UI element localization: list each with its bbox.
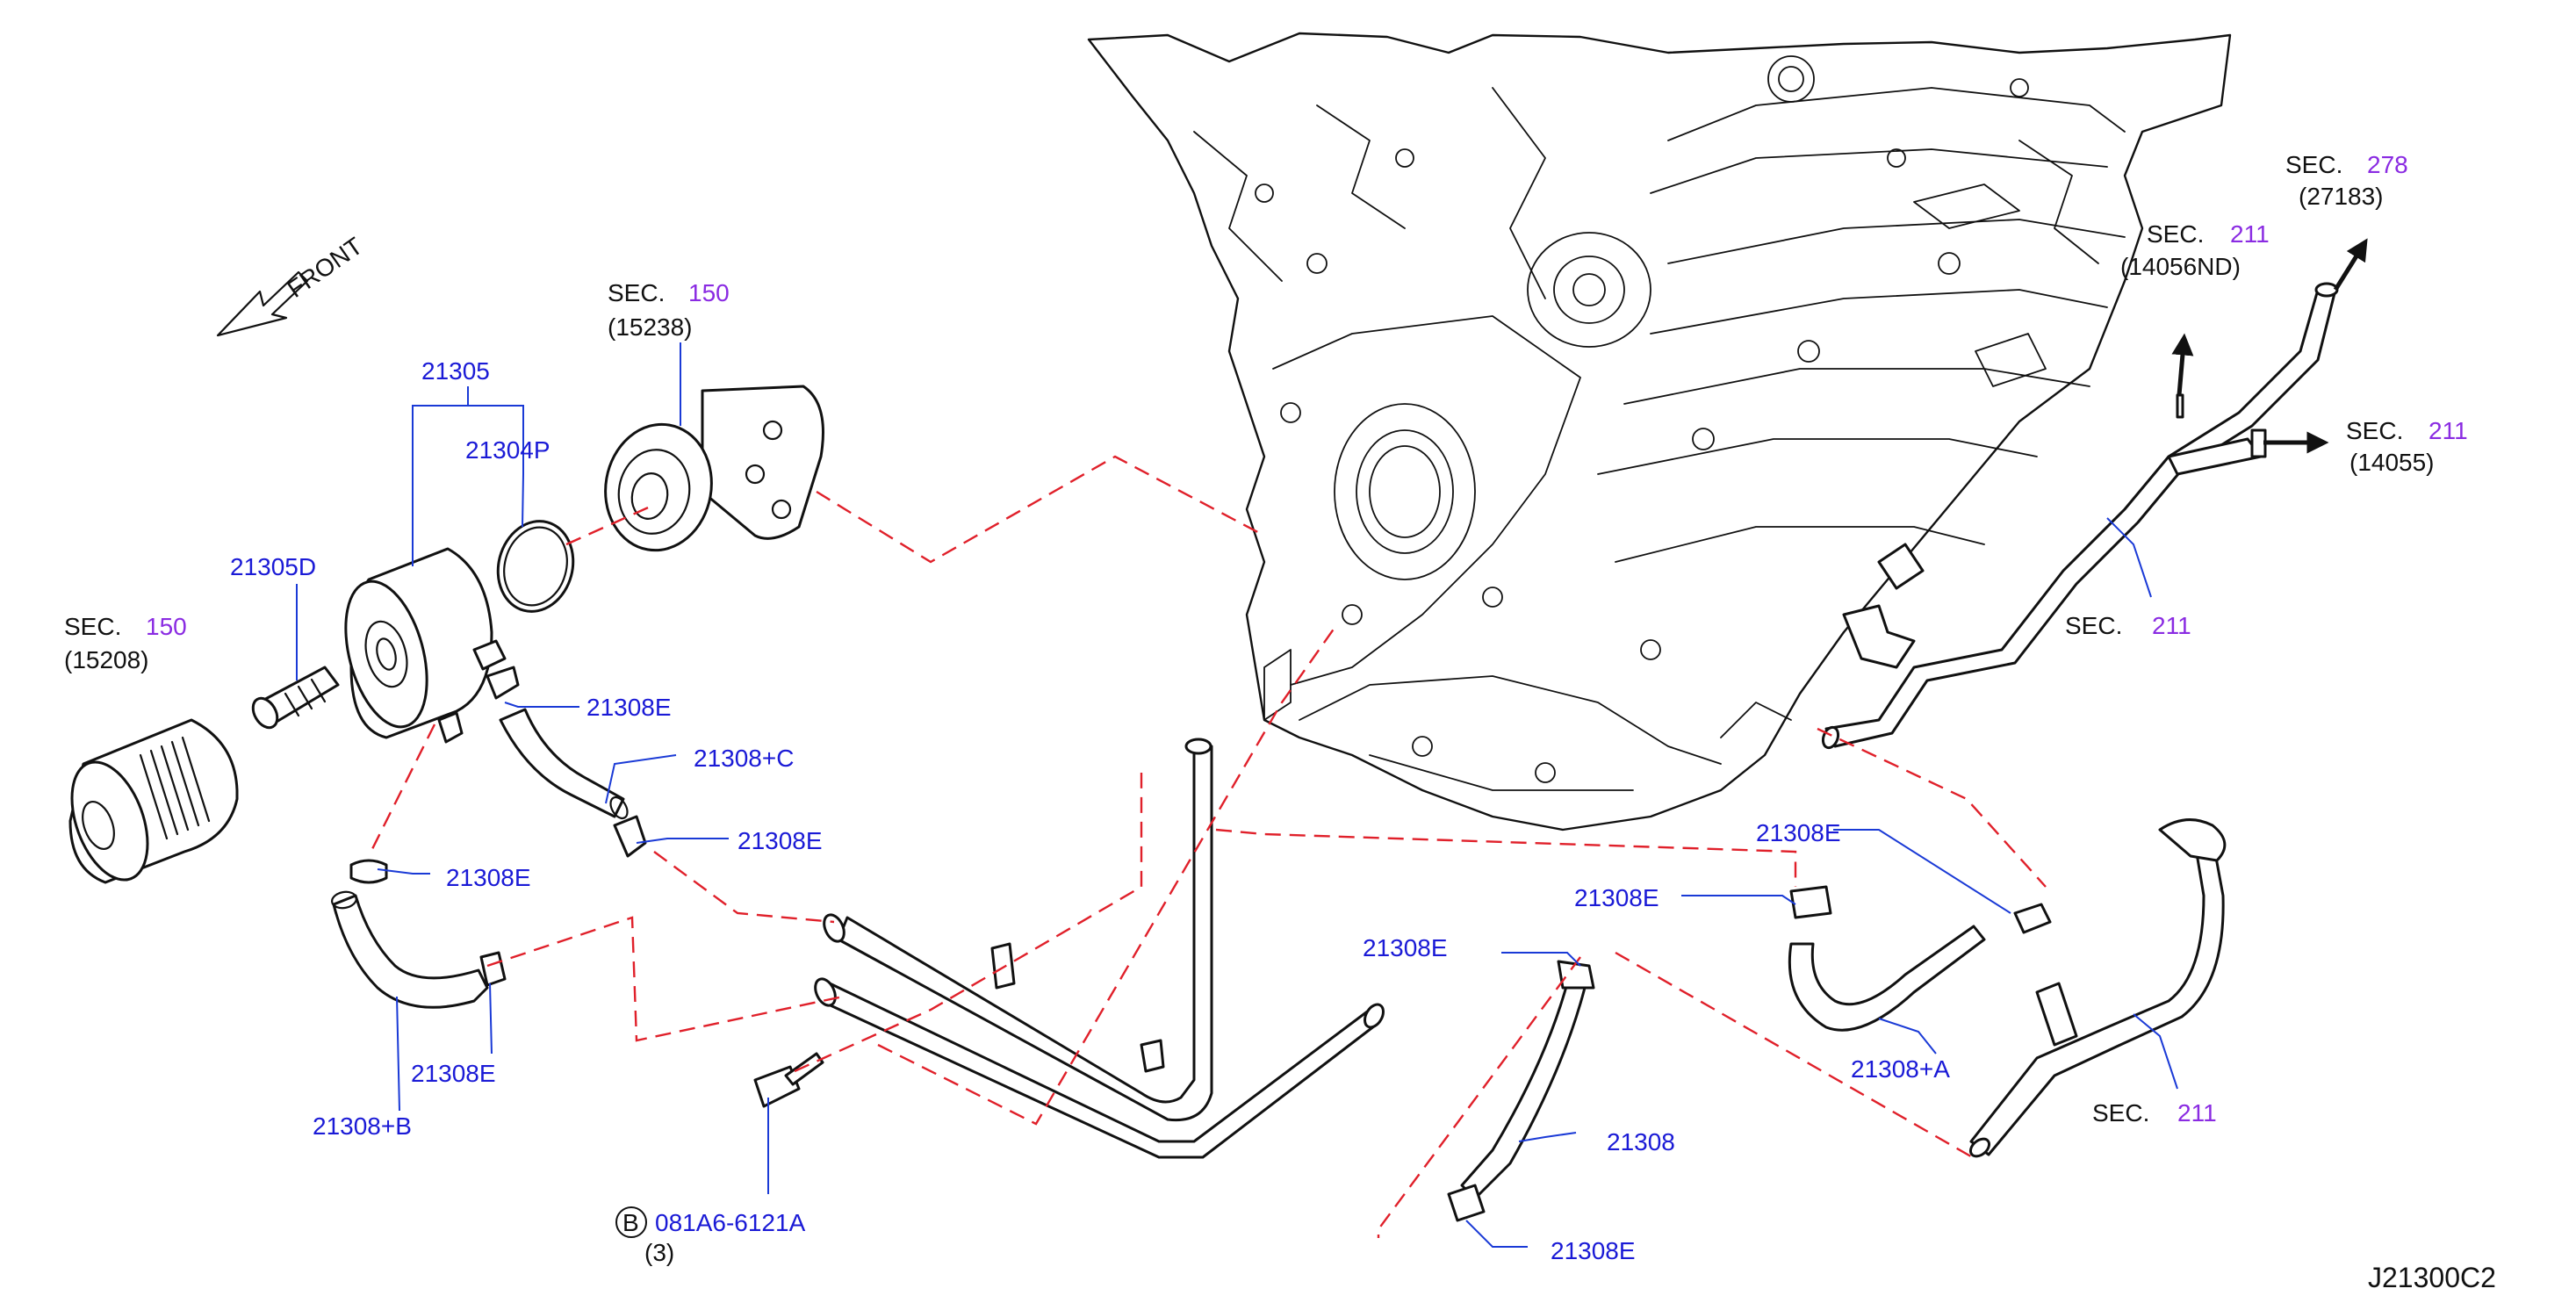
sec-label: SEC.	[2092, 1099, 2149, 1127]
hose-21308-c	[499, 708, 629, 820]
connector-stud	[251, 666, 340, 730]
leader-lines	[296, 342, 2178, 1248]
part-number: 21308E	[1756, 819, 1841, 846]
sec-ref: (14056ND)	[2120, 253, 2241, 280]
bolt-marker-icon	[615, 1206, 647, 1238]
part-number: 21308E	[738, 827, 823, 854]
pipe-lower-right	[1968, 818, 2227, 1158]
oil-cooler	[344, 547, 507, 744]
sec-label: SEC.	[64, 613, 121, 640]
part-number: 21305	[421, 357, 490, 385]
part-number: 21308E	[586, 694, 672, 721]
front-arrow-icon	[216, 270, 309, 337]
sec-number: 211	[2152, 612, 2191, 639]
connection-lines	[367, 455, 2047, 1238]
engine-block	[1087, 32, 2232, 831]
part-number: 21308E	[1574, 884, 1659, 911]
part-number: 21308E	[1363, 934, 1448, 961]
sec-number: 211	[2428, 417, 2468, 444]
oil-filter	[68, 718, 239, 884]
sec-number: 150	[688, 279, 730, 306]
sec-label: SEC.	[2147, 220, 2204, 248]
part-number: 21308E	[446, 864, 531, 891]
sec-label: SEC.	[2285, 151, 2342, 178]
sec-number: 211	[2177, 1099, 2217, 1127]
sec-label: SEC.	[2065, 612, 2122, 639]
part-number: 21308+C	[694, 745, 794, 772]
part-number: 21308+B	[313, 1112, 412, 1140]
bolt-qty: (3)	[644, 1239, 674, 1266]
bolt	[753, 1052, 824, 1108]
part-number: 21308E	[411, 1060, 496, 1087]
drawing-id: J21300C2	[2368, 1262, 2496, 1293]
sec-number: 211	[2230, 220, 2270, 248]
gasket-o-ring	[496, 520, 575, 613]
filter-bracket	[604, 385, 824, 552]
hose-21308-b	[331, 890, 489, 1009]
direction-arrows	[2171, 238, 2368, 454]
sec-number: 278	[2367, 151, 2408, 178]
part-number: 21305D	[230, 553, 316, 580]
part-number: 21308E	[1551, 1237, 1636, 1264]
sec-ref: (27183)	[2299, 183, 2384, 210]
labels: SEC. 150 (15238) SEC. 150 (15208) SEC. 2…	[64, 151, 2496, 1293]
sec-label: SEC.	[2346, 417, 2403, 444]
sec-ref: (14055)	[2349, 449, 2435, 476]
hose-21308-a	[1788, 885, 2052, 1032]
bolt-marker: B	[622, 1209, 639, 1236]
clamp-icon	[349, 666, 647, 987]
part-number: 21308+A	[1851, 1055, 1950, 1083]
part-number: 21308	[1607, 1128, 1675, 1155]
sec-ref: (15238)	[608, 313, 693, 341]
part-number: 21304P	[465, 436, 550, 464]
sec-ref: (15208)	[64, 646, 149, 673]
hose-21308	[1447, 960, 1595, 1222]
part-number: 081A6-6121A	[655, 1209, 806, 1236]
sec-label: SEC.	[608, 279, 665, 306]
water-tube-assembly	[814, 738, 1385, 1159]
front-label: FRONT	[283, 232, 368, 303]
sec-number: 150	[146, 613, 187, 640]
